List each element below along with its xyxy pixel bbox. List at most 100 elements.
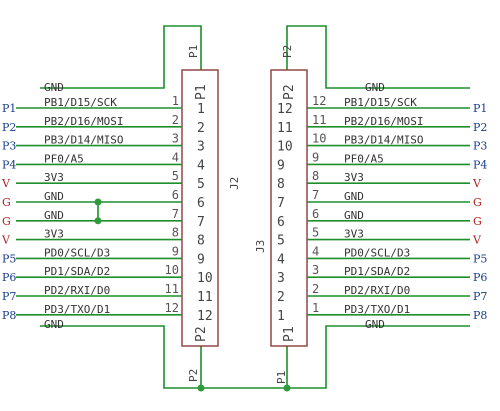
right-conn-label: P8 <box>473 309 487 322</box>
left-conn-label: P5 <box>2 252 16 265</box>
left-net-label: 3V3 <box>44 228 64 241</box>
right-net-label: 3V3 <box>344 228 364 241</box>
left-pin-number: 1 <box>172 94 179 108</box>
j2-inner-number: 6 <box>197 196 205 211</box>
left-pin-number: 4 <box>172 150 179 164</box>
j3-frame-wires <box>286 25 470 389</box>
j3-inner-number: 7 <box>277 196 285 211</box>
left-conn-label: P8 <box>2 309 16 322</box>
left-conn-label: P3 <box>2 140 16 153</box>
left-pin-number: 3 <box>172 132 179 146</box>
j2-frame-wires <box>40 25 202 389</box>
right-pin-number: 7 <box>312 188 319 202</box>
right-pin-number: 11 <box>312 113 326 127</box>
left-pin-number: 12 <box>165 301 179 315</box>
right-conn-label: P4 <box>473 158 487 171</box>
j2-inner-number: 8 <box>197 234 205 249</box>
j3-top-pin-label: P2 <box>281 45 294 58</box>
right-pin-number: 12 <box>312 94 326 108</box>
right-conn-label: P6 <box>473 271 487 284</box>
right-conn-label: P5 <box>473 252 487 265</box>
j3-inner-number: 12 <box>277 102 293 117</box>
right-net-label: PB2/D16/MOSI <box>344 115 423 128</box>
right-conn-label: V <box>472 177 482 190</box>
left-conn-label: G <box>2 196 11 209</box>
j2-inner-number: 7 <box>197 215 205 230</box>
right-bottom-gnd-label: GND <box>365 318 385 331</box>
j3-inner-number: 4 <box>277 252 285 267</box>
left-pin-number: 11 <box>165 282 179 296</box>
j2-inner-number: 5 <box>197 177 205 192</box>
j2-inner-number: 3 <box>197 140 205 155</box>
j2-inner-number: 9 <box>197 252 205 267</box>
left-net-label: 3V3 <box>44 171 64 184</box>
left-conn-label: V <box>1 177 11 190</box>
right-conn-label: P1 <box>473 102 487 115</box>
left-pin-number: 9 <box>172 244 179 258</box>
right-conn-label: P7 <box>473 290 487 303</box>
right-pin-number: 4 <box>312 244 319 258</box>
right-pin-number: 10 <box>312 132 326 146</box>
left-conn-label: P7 <box>2 290 16 303</box>
j3-inner-number: 6 <box>277 215 285 230</box>
left-pin-number: 2 <box>172 113 179 127</box>
right-net-label: 3V3 <box>344 171 364 184</box>
right-conn-label: G <box>473 215 482 228</box>
right-top-gnd-label: GND <box>365 81 385 94</box>
j2-inner-top-label: P1 <box>194 84 209 100</box>
right-net-label: PD1/SDA/D2 <box>344 265 410 278</box>
j2-ref-label: J2 <box>228 177 241 190</box>
left-conn-label: P4 <box>2 158 16 171</box>
left-conn-label: P6 <box>2 271 16 284</box>
left-net-label: PD3/TXO/D1 <box>44 303 110 316</box>
right-pin-row: P3 PB3/D14/MISO 10 <box>307 132 487 153</box>
right-conn-label: G <box>473 196 482 209</box>
j3-bottom-pin-label: P1 <box>275 371 288 384</box>
right-pin-rows: P1PB1/D15/SCK12P2PB2/D16/MOSI11P3PB3/D14… <box>307 94 487 322</box>
left-pin-row: P1 PB1/D15/SCK 1 <box>2 94 182 115</box>
right-net-label: PD3/TXO/D1 <box>344 303 410 316</box>
j2-inner-number: 1 <box>197 102 205 117</box>
right-pin-number: 3 <box>312 263 319 277</box>
right-net-label: PB3/D14/MISO <box>344 134 423 147</box>
j3-inner-number: 10 <box>277 140 293 155</box>
j3-ref-label: J3 <box>254 240 267 253</box>
right-conn-label: P3 <box>473 140 487 153</box>
j3-inner-bottom-label: P1 <box>282 326 297 342</box>
left-net-label: GND <box>44 209 64 222</box>
left-net-label: PB2/D16/MOSI <box>44 115 123 128</box>
j2-inner-number: 4 <box>197 158 205 173</box>
right-net-label: PD0/SCL/D3 <box>344 246 410 259</box>
junction-dot <box>283 384 291 392</box>
right-pin-number: 1 <box>312 301 319 315</box>
j2-inner-number: 2 <box>197 121 205 136</box>
left-conn-label: P2 <box>2 121 16 134</box>
left-net-label: PB1/D15/SCK <box>44 96 117 109</box>
left-conn-label: P1 <box>2 102 16 115</box>
j2-top-pin-label: P1 <box>187 45 200 58</box>
left-pin-row: V 3V3 5 <box>1 169 182 190</box>
left-bottom-gnd-label: GND <box>44 318 64 331</box>
left-net-label: PD1/SDA/D2 <box>44 265 110 278</box>
left-net-label: GND <box>44 190 64 203</box>
right-pin-row: P8 PD3/TXO/D1 1 <box>307 301 487 322</box>
j3-inner-number: 2 <box>277 290 285 305</box>
left-pin-number: 8 <box>172 226 179 240</box>
left-pin-number: 5 <box>172 169 179 183</box>
left-pin-row: P8 PD3/TXO/D1 12 <box>2 301 182 322</box>
right-conn-label: V <box>472 234 482 247</box>
j2-body <box>181 69 219 347</box>
j2-inner-bottom-label: P2 <box>194 326 209 342</box>
